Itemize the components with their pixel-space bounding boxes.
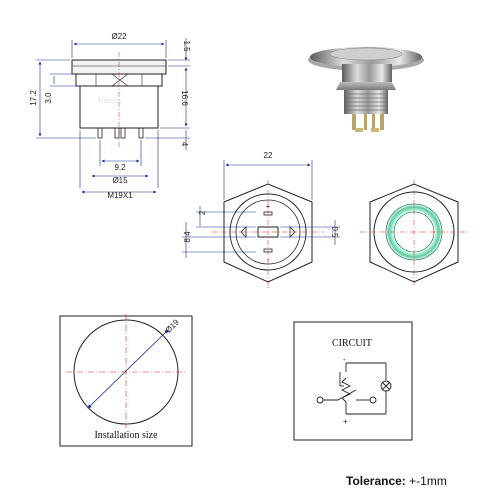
dim-flange-height: 3.0 xyxy=(44,92,53,104)
pin-mid-right xyxy=(120,127,126,139)
watermark-text: Ulitcos xyxy=(98,96,121,105)
pin-mid-left xyxy=(114,127,120,139)
contact-right xyxy=(369,396,377,404)
back-minus-label: - xyxy=(267,255,270,264)
dim-top-diameter: Ø22 xyxy=(111,32,127,41)
tolerance-note: Tolerance: +-1mm xyxy=(346,474,447,488)
dim-pin-span: 8.4 xyxy=(183,231,192,243)
contact-left xyxy=(316,396,324,404)
circuit-plus-label: + xyxy=(343,417,348,426)
circuit-frame xyxy=(293,321,413,441)
dim-pin-offset: 2 xyxy=(198,210,207,215)
circuit-minus-label: - xyxy=(343,355,346,364)
dim-total-height: 17.2 xyxy=(29,90,38,106)
dim-pin-spacing: 9.2 xyxy=(114,163,126,172)
installation-diagram: Ø19 Installation size xyxy=(59,314,193,447)
dim-thread: M19X1 xyxy=(107,191,133,200)
installation-label: Installation size xyxy=(94,430,158,441)
dim-inner-diameter: Ø15 xyxy=(112,176,128,185)
circuit-diagram: CIRCUIT - + xyxy=(293,321,413,441)
product-photo xyxy=(308,47,424,132)
pin-right xyxy=(138,127,144,139)
back-plus-label: + xyxy=(266,202,271,211)
tolerance-value: +-1mm xyxy=(409,474,447,488)
side-view: Ulitcos Ø22 1.5 16.6 4 17.2 3. xyxy=(29,32,191,200)
tolerance-label: Tolerance: xyxy=(346,474,406,488)
dim-cap-height: 1.5 xyxy=(182,40,191,52)
front-view xyxy=(360,180,468,286)
pin-left xyxy=(97,127,103,139)
dim-pin-thickness: 0.5 xyxy=(330,226,339,238)
dim-hex-width: 22 xyxy=(264,151,273,160)
back-view: + - 22 2 8.4 0.5 xyxy=(182,151,340,288)
dim-body-height: 16.6 xyxy=(180,90,189,106)
circuit-title: CIRCUIT xyxy=(332,338,372,349)
dim-pin-length: 4 xyxy=(180,142,189,147)
